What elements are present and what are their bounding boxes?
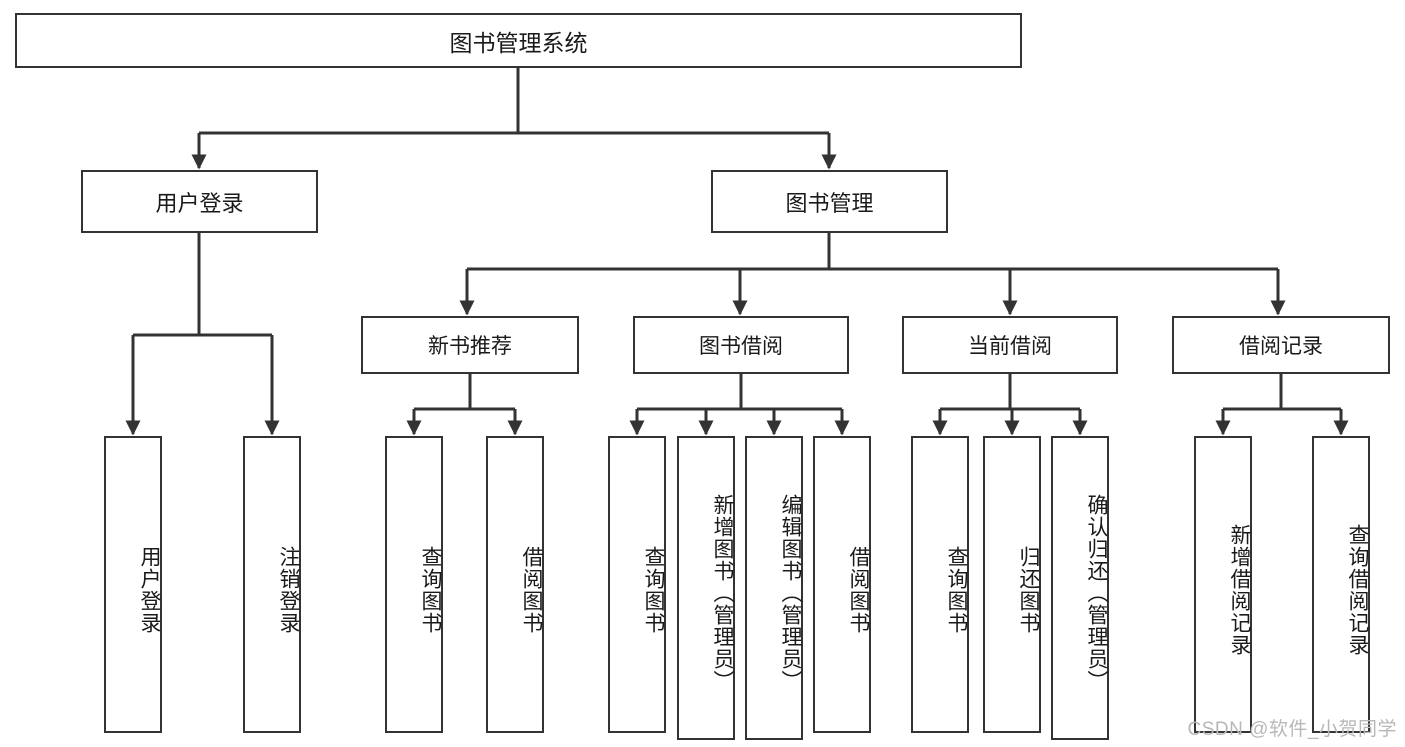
- node-leaf-query-record-label: 查询借阅记录: [1346, 523, 1369, 656]
- node-book-manage-label: 图书管理: [785, 190, 874, 216]
- node-leaf-add-record-label: 新增借阅记录: [1228, 523, 1251, 656]
- node-book-borrow[interactable]: 图书借阅: [633, 316, 849, 374]
- node-leaf-add-book[interactable]: 新增图书（管理员）: [677, 436, 735, 740]
- node-leaf-confirm-return-label: 确认归还（管理员）: [1085, 494, 1108, 692]
- node-leaf-query-book-3-label: 查询图书: [945, 545, 968, 634]
- node-leaf-user-login[interactable]: 用户登录: [104, 436, 162, 733]
- node-leaf-query-book-1[interactable]: 查询图书: [385, 436, 443, 733]
- node-leaf-return-book-label: 归还图书: [1017, 545, 1040, 634]
- node-new-book-rec-label: 新书推荐: [428, 335, 512, 358]
- node-leaf-edit-book[interactable]: 编辑图书（管理员）: [745, 436, 803, 740]
- node-leaf-query-book-2[interactable]: 查询图书: [608, 436, 666, 733]
- node-current-borrow[interactable]: 当前借阅: [902, 316, 1118, 374]
- node-leaf-user-login-label: 用户登录: [138, 545, 161, 634]
- node-leaf-query-book-2-label: 查询图书: [642, 545, 665, 634]
- node-user-login-label: 用户登录: [155, 190, 244, 216]
- node-leaf-query-record[interactable]: 查询借阅记录: [1312, 436, 1370, 733]
- node-leaf-borrow-book-2-label: 借阅图书: [847, 545, 870, 634]
- node-leaf-query-book-1-label: 查询图书: [419, 545, 442, 634]
- node-leaf-borrow-book-1-label: 借阅图书: [520, 545, 543, 634]
- node-borrow-record-label: 借阅记录: [1239, 335, 1323, 358]
- node-root[interactable]: 图书管理系统: [15, 13, 1022, 68]
- node-user-login[interactable]: 用户登录: [81, 170, 318, 233]
- node-current-borrow-label: 当前借阅: [968, 335, 1052, 358]
- node-leaf-edit-book-label: 编辑图书（管理员）: [779, 494, 802, 692]
- node-leaf-return-book[interactable]: 归还图书: [983, 436, 1041, 733]
- node-book-borrow-label: 图书借阅: [699, 335, 783, 358]
- node-leaf-add-book-label: 新增图书（管理员）: [711, 494, 734, 692]
- node-leaf-logout[interactable]: 注销登录: [243, 436, 301, 733]
- node-leaf-borrow-book-2[interactable]: 借阅图书: [813, 436, 871, 733]
- watermark-text: CSDN @软件_小贺同学: [1187, 719, 1397, 740]
- node-leaf-query-book-3[interactable]: 查询图书: [911, 436, 969, 733]
- node-leaf-borrow-book-1[interactable]: 借阅图书: [486, 436, 544, 733]
- node-borrow-record[interactable]: 借阅记录: [1172, 316, 1390, 374]
- node-leaf-add-record[interactable]: 新增借阅记录: [1194, 436, 1252, 733]
- node-leaf-logout-label: 注销登录: [277, 545, 300, 634]
- node-book-manage[interactable]: 图书管理: [711, 170, 948, 233]
- node-new-book-rec[interactable]: 新书推荐: [361, 316, 579, 374]
- node-leaf-confirm-return[interactable]: 确认归还（管理员）: [1051, 436, 1109, 740]
- node-root-label: 图书管理系统: [449, 29, 588, 56]
